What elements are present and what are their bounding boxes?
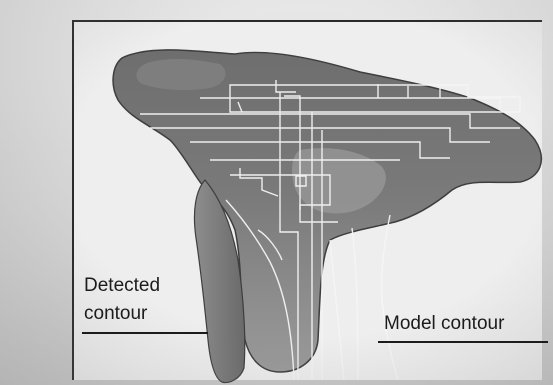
model-contour-underline — [378, 341, 548, 343]
detected-contour-underline — [82, 332, 208, 334]
detected-contour-label-line1: Detected — [84, 276, 160, 295]
detected-contour-label-line2: contour — [84, 304, 147, 323]
model-contour-label: Model contour — [384, 314, 504, 333]
